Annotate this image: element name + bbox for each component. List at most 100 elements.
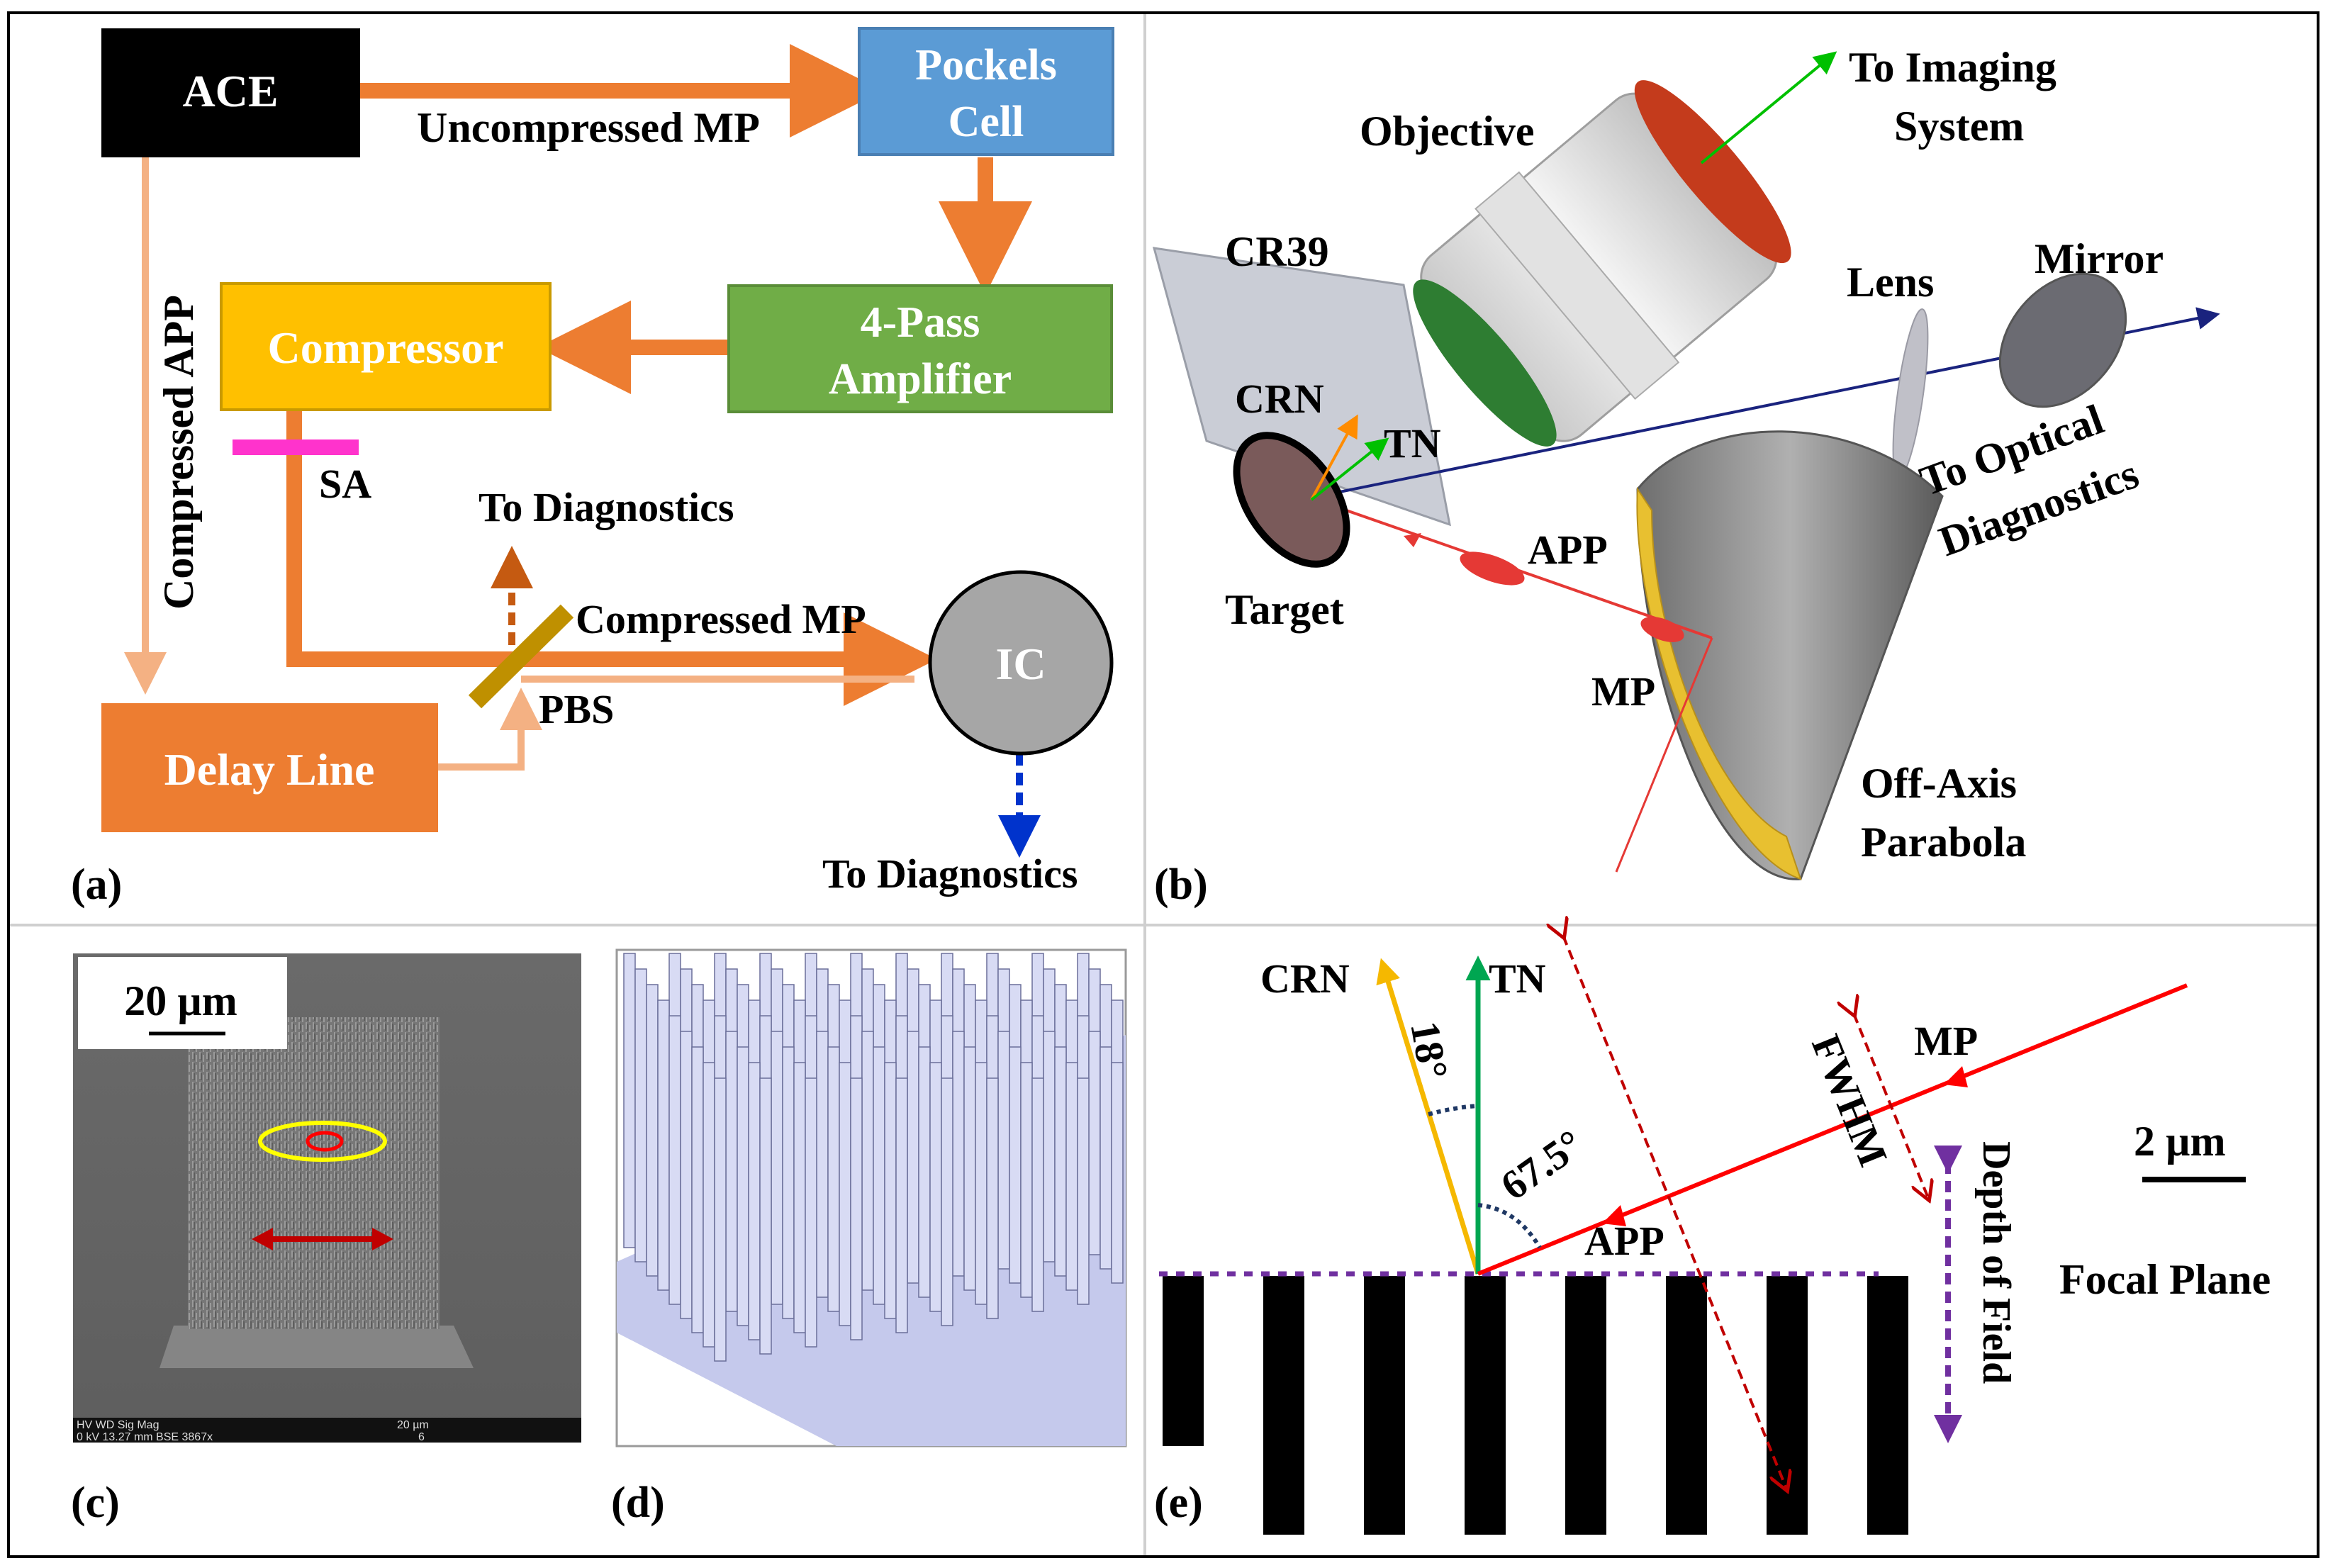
nanowire: [771, 1031, 783, 1305]
focal-plane-label: Focal Plane: [2059, 1256, 2271, 1303]
sem-structure-base: [160, 1326, 474, 1368]
objective-lens: [1413, 80, 1791, 447]
pockels-cell-block: [858, 27, 1114, 156]
nanowire: [668, 1015, 681, 1305]
app-label: APP: [1584, 1218, 1664, 1264]
sem-footer-number: 6: [418, 1431, 425, 1443]
panel-d-nanowire-model: (d): [611, 948, 1127, 1527]
nanowire: [986, 1077, 999, 1319]
cr39-label: CR39: [1225, 228, 1329, 275]
depth-of-field-label: Depth of Field: [1974, 1141, 2018, 1384]
sem-scale-label: 20 µm: [124, 978, 237, 1024]
nanowire: [1088, 1031, 1101, 1255]
sa-element: [233, 439, 359, 455]
pockels-label-line2: Cell: [948, 98, 1024, 146]
nanowire: [793, 1062, 806, 1333]
nanowire: [805, 1077, 817, 1348]
angle-arc-18: [1428, 1104, 1479, 1116]
panel-label-b: (b): [1154, 861, 1208, 909]
ic-chamber: [928, 570, 1114, 756]
panel-a-block-diagram: ACE Pockels Cell 4-Pass Amplifier Compre…: [71, 27, 1114, 909]
nanowire: [997, 1031, 1010, 1270]
nanowire: [1077, 1077, 1090, 1305]
laser-arrow-mp: [1944, 1066, 1968, 1087]
uncompressed-mp-label: Uncompressed MP: [417, 104, 760, 151]
delay-line-block: [101, 703, 438, 832]
nanowire: [714, 1077, 727, 1362]
nanowire: [759, 1077, 772, 1355]
panel-label-d: (d): [611, 1479, 665, 1527]
nanowire: [623, 953, 636, 1248]
beam-delay-to-pbs: [436, 688, 542, 771]
nanowire: [963, 1046, 976, 1291]
pbs-label: PBS: [539, 686, 614, 732]
sa-label: SA: [319, 461, 371, 507]
nanowire: [941, 1077, 953, 1326]
compressor-label: Compressor: [268, 323, 504, 373]
nanowire: [1020, 1062, 1033, 1298]
red-arrow-right-head: [372, 1228, 393, 1250]
tn-label: TN: [1384, 420, 1441, 466]
objective-label: Objective: [1360, 108, 1535, 155]
nanowire: [646, 984, 659, 1277]
outer-frame: [7, 11, 2319, 1558]
to-diagnostics-bottom-label: To Diagnostics: [822, 851, 1078, 897]
nanowire: [975, 1062, 987, 1305]
panel-b-setup-render: To Imaging System Objective CR39 Lens Mi…: [1152, 44, 2220, 909]
beam-compressor-to-ic: [286, 410, 937, 706]
nanowire: [703, 1062, 715, 1348]
imaging-beam: [1700, 51, 1837, 164]
lens-element: [1892, 308, 1929, 478]
nanowire: [907, 1031, 919, 1284]
mirror-label: Mirror: [2035, 235, 2164, 282]
nanowire-bar: [1465, 1276, 1506, 1535]
nanowire-bar: [1867, 1276, 1908, 1535]
nanowire: [1031, 1077, 1044, 1312]
nanowire: [1054, 1046, 1067, 1277]
amplifier-label-line2: Amplifier: [829, 355, 1012, 403]
to-imaging-label-line2: System: [1894, 103, 2024, 150]
red-focal-ellipse: [306, 1131, 344, 1152]
nanowire: [895, 1077, 908, 1333]
nanowire: [657, 999, 670, 1291]
nanowire: [884, 1062, 897, 1319]
nanowire: [918, 1046, 931, 1298]
off-axis-label-line1: Off-Axis: [1861, 760, 2017, 807]
nanowire: [634, 968, 647, 1262]
nanowire: [680, 1031, 693, 1319]
mp-label: MP: [1591, 668, 1655, 715]
sem-footer-scale: 20 µm: [397, 1419, 429, 1431]
pockels-label-line1: Pockels: [915, 41, 1057, 89]
tn-direction: [1310, 437, 1389, 501]
nanowire: [1065, 1062, 1078, 1291]
compressed-mp-label: Compressed MP: [576, 596, 866, 642]
laser-return: [1615, 637, 1713, 873]
tn-label: TN: [1489, 956, 1546, 1002]
nanowire: [929, 1062, 942, 1312]
app-label: APP: [1528, 527, 1608, 573]
nanowire-bar: [1263, 1276, 1304, 1535]
nanowire-bar: [1565, 1276, 1606, 1535]
nanowire: [839, 1062, 851, 1326]
compressed-app-label: Compressed APP: [155, 295, 202, 610]
angle-arc-67: [1477, 1203, 1542, 1249]
nanowire-bar: [1767, 1276, 1808, 1535]
panel-label-c: (c): [71, 1479, 120, 1527]
nanowire: [952, 1031, 965, 1277]
off-axis-label-line2: Parabola: [1861, 819, 2026, 866]
target-disc: [1233, 432, 1350, 568]
fwhm-marker: [1854, 1014, 1928, 1198]
nanowire: [1009, 1046, 1022, 1284]
nanowire: [782, 1046, 795, 1319]
mirror-element: [1998, 272, 2127, 408]
ic-label: IC: [995, 639, 1046, 689]
delay-line-label: Delay Line: [164, 744, 375, 795]
sem-footer-line1: HV WD Sig Mag: [77, 1419, 159, 1431]
nanowire: [873, 1046, 885, 1305]
nanowire-bar: [1163, 1276, 1204, 1446]
panel-c-sem-image: 20 µm HV WD Sig Mag 0 kV 13.27 mm BSE 38…: [71, 953, 581, 1527]
nanowire: [861, 1031, 874, 1291]
nanowire-cross-section: [1163, 1276, 1908, 1535]
ace-block: [101, 28, 360, 157]
